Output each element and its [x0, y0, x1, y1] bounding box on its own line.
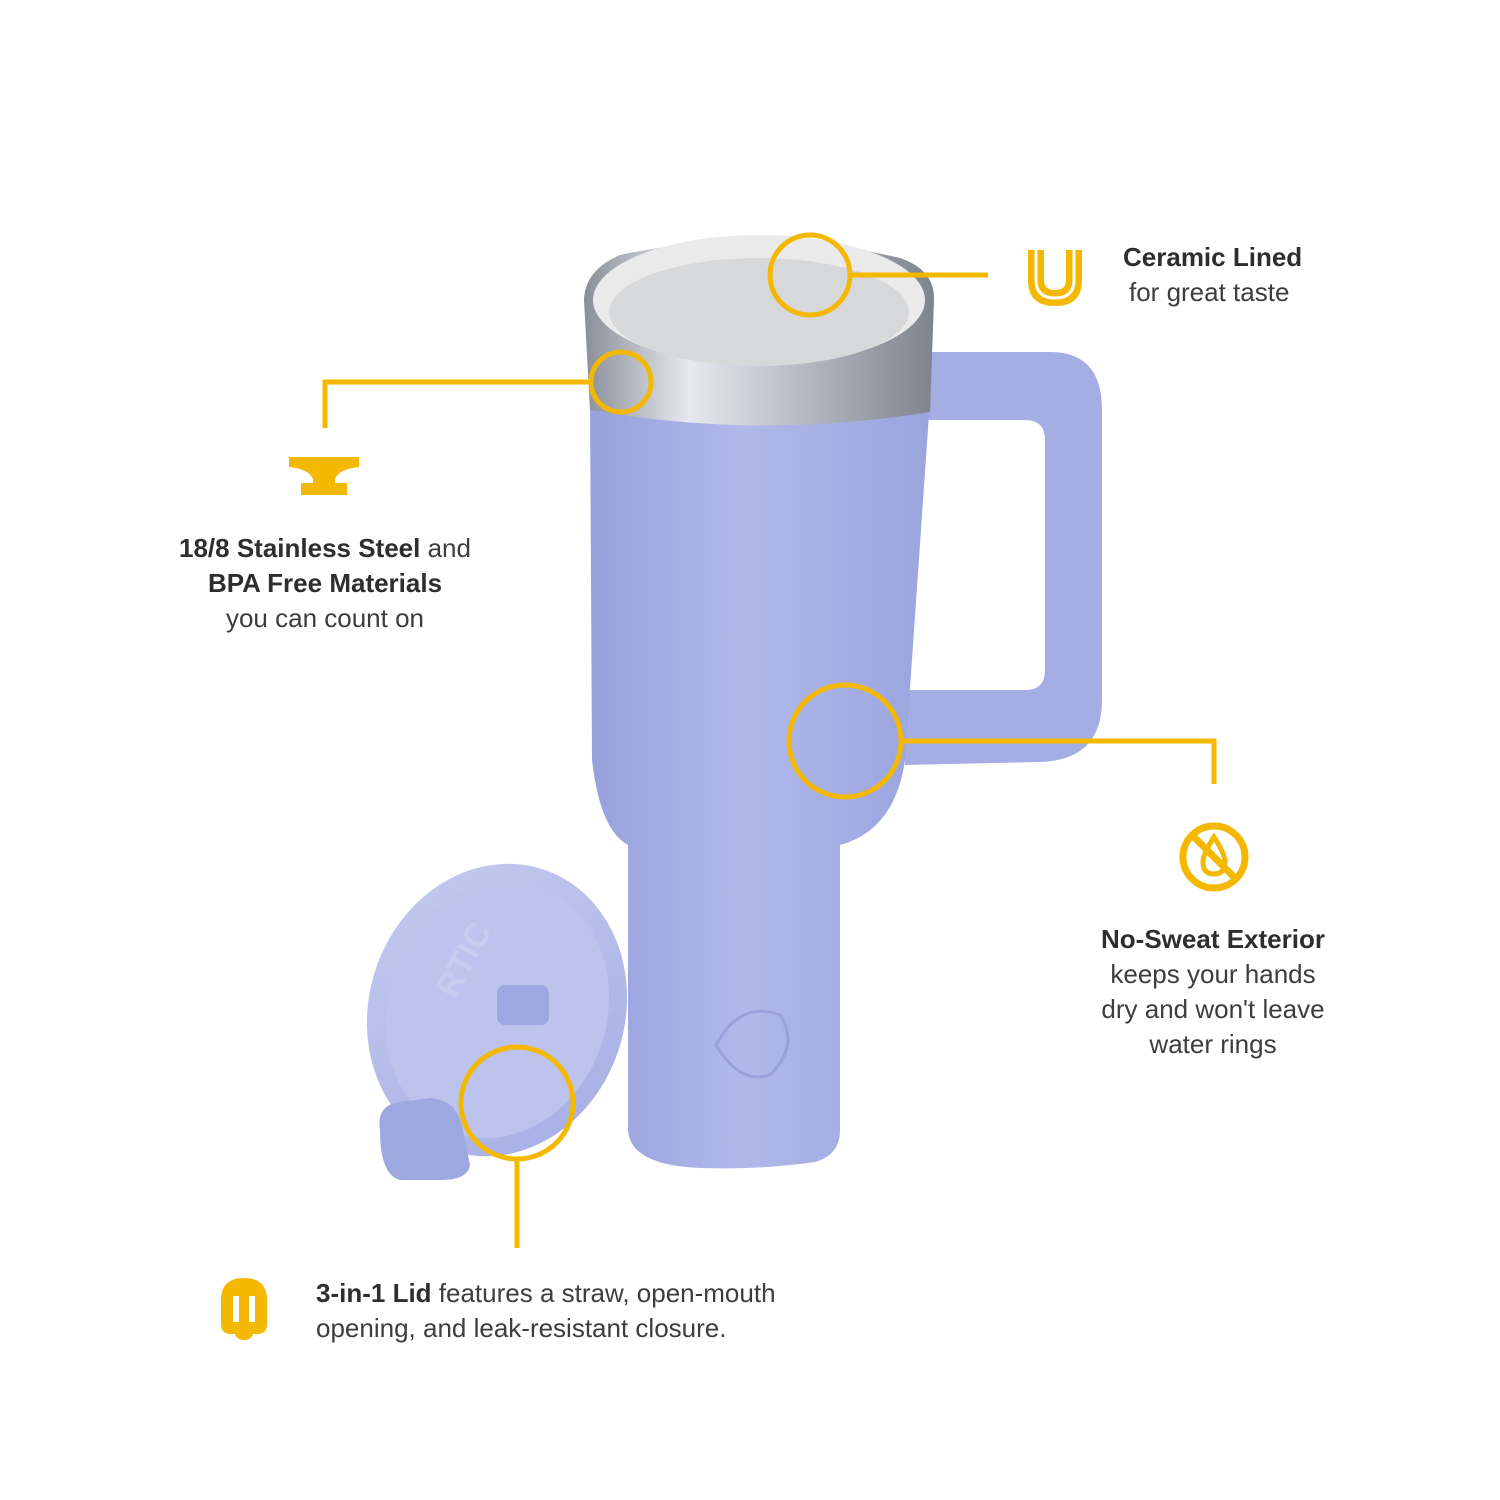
steel-title2: BPA Free Materials	[207, 568, 443, 598]
steel-title-suffix: and	[420, 533, 471, 563]
ceramic-text: for great taste	[1129, 277, 1290, 307]
lid-text-1: features a straw, open-mouth	[431, 1278, 776, 1308]
anvil-icon	[289, 457, 359, 495]
no-drop-icon	[1179, 822, 1249, 892]
sweat-line-1: keeps your hands	[1110, 959, 1316, 989]
callout-leaders	[322, 232, 1217, 1248]
tumbler-body	[590, 400, 930, 1169]
sweat-callout: No-Sweat Exterior keeps your hands dry a…	[1063, 922, 1363, 1062]
sweat-title: No-Sweat Exterior	[1101, 924, 1325, 954]
lid-title: 3-in-1 Lid	[316, 1278, 432, 1308]
lid-callout: 3-in-1 Lid features a straw, open-mouth …	[316, 1276, 776, 1346]
ceramic-title: Ceramic Lined	[1123, 242, 1303, 272]
steel-text: you can count on	[225, 603, 425, 633]
steel-title: 18/8 Stainless Steel	[179, 533, 421, 563]
ceramic-callout: Ceramic Lined for great taste	[1123, 240, 1302, 310]
sweat-line-3: water rings	[1149, 1029, 1277, 1059]
lid-text-2: opening, and leak-resistant closure.	[316, 1313, 727, 1343]
u-shape-icon	[1028, 250, 1082, 306]
sweat-line-2: dry and won't leave	[1101, 994, 1325, 1024]
lid-icon	[221, 1278, 267, 1340]
steel-callout: 18/8 Stainless Steel and BPA Free Materi…	[140, 531, 510, 636]
tumbler-handle	[905, 352, 1102, 765]
